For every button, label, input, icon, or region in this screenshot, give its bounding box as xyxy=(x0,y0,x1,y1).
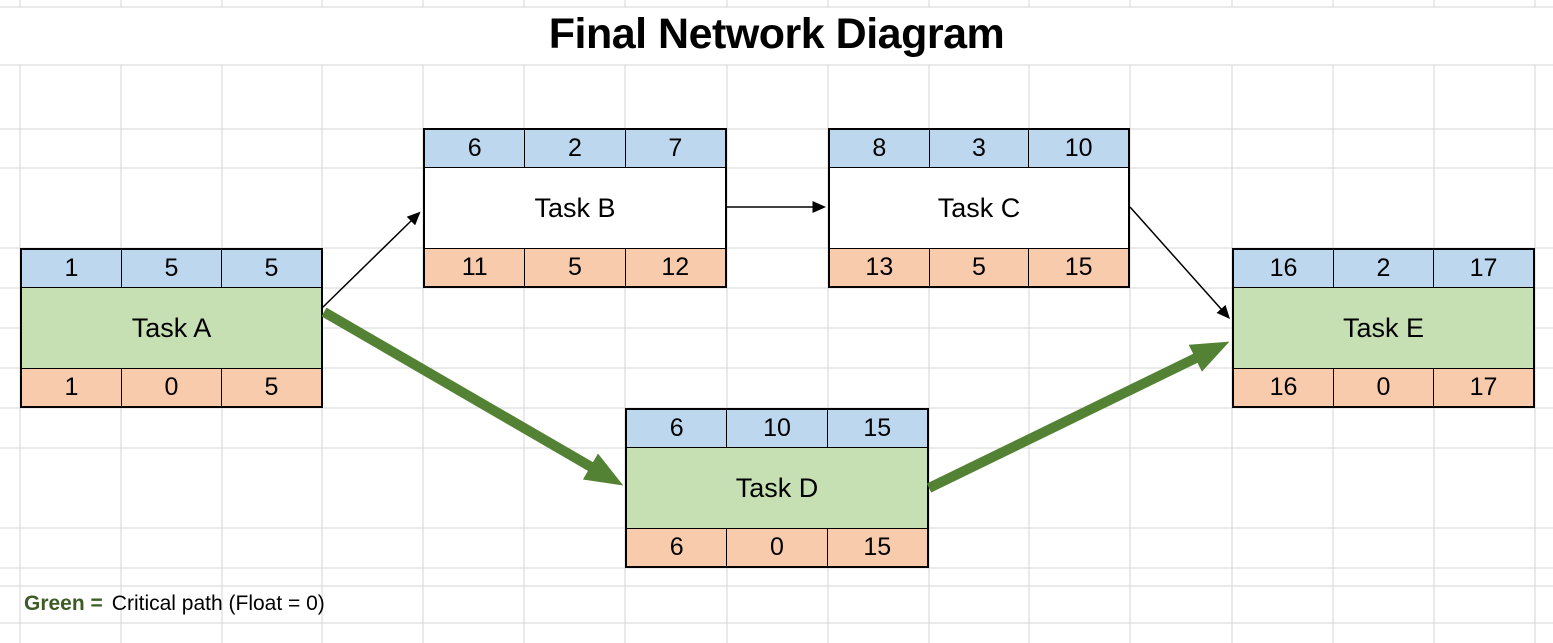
task-c-bottom-cell-1: 13 xyxy=(830,248,929,286)
task-c-top-cell-1: 8 xyxy=(830,130,929,168)
task-a-top-cell-2: 5 xyxy=(121,250,221,288)
task-b-top-cell-3: 7 xyxy=(624,130,725,168)
legend-green-key: Green = xyxy=(24,592,103,615)
task-e-bottom-cell-1: 16 xyxy=(1234,368,1333,406)
task-b-top-cell-2: 2 xyxy=(524,130,625,168)
legend: Green = Critical path (Float = 0) xyxy=(24,587,325,621)
task-c-top-cell-2: 3 xyxy=(928,130,1029,168)
task-a-bottom-cell-2: 0 xyxy=(121,368,221,406)
task-b-top-row: 6 2 7 xyxy=(425,130,725,168)
task-c-name: Task C xyxy=(830,168,1128,248)
task-e-bottom-row: 16 0 17 xyxy=(1234,368,1533,406)
task-b-bottom-cell-1: 11 xyxy=(425,248,525,286)
task-d-top-cell-3: 15 xyxy=(826,410,927,448)
task-d-top-cell-1: 6 xyxy=(627,410,727,448)
task-e-name: Task E xyxy=(1234,288,1533,368)
task-d-bottom-cell-1: 6 xyxy=(627,528,727,566)
task-node-a[interactable]: 1 5 5 Task A 1 0 5 xyxy=(20,248,323,408)
task-c-bottom-cell-3: 15 xyxy=(1028,248,1129,286)
legend-description: Critical path (Float = 0) xyxy=(111,592,325,615)
page-title: Final Network Diagram xyxy=(548,10,1005,58)
task-node-d[interactable]: 6 10 15 Task D 6 0 15 xyxy=(625,408,929,568)
task-d-name: Task D xyxy=(627,448,927,528)
task-c-bottom-row: 13 5 15 xyxy=(830,248,1129,286)
task-d-top-cell-2: 10 xyxy=(726,410,827,448)
task-c-bottom-cell-2: 5 xyxy=(928,248,1029,286)
task-d-top-row: 6 10 15 xyxy=(627,410,927,448)
task-node-b[interactable]: 6 2 7 Task B 11 5 12 xyxy=(423,128,727,288)
task-e-bottom-cell-3: 17 xyxy=(1433,368,1533,406)
task-d-bottom-cell-2: 0 xyxy=(726,528,827,566)
task-c-top-row: 8 3 10 xyxy=(830,130,1129,168)
task-a-top-row: 1 5 5 xyxy=(22,250,321,288)
task-a-bottom-row: 1 0 5 xyxy=(22,368,321,406)
task-a-top-cell-1: 1 xyxy=(22,250,121,288)
task-a-bottom-cell-1: 1 xyxy=(22,368,121,406)
task-e-top-cell-1: 16 xyxy=(1234,250,1333,288)
task-a-name: Task A xyxy=(22,288,321,368)
task-b-bottom-row: 11 5 12 xyxy=(425,248,725,286)
task-node-e[interactable]: 16 2 17 Task E 16 0 17 xyxy=(1232,248,1535,408)
task-a-top-cell-3: 5 xyxy=(221,250,321,288)
task-d-bottom-cell-3: 15 xyxy=(826,528,927,566)
task-b-bottom-cell-2: 5 xyxy=(524,248,625,286)
task-e-top-row: 16 2 17 xyxy=(1234,250,1533,288)
task-d-bottom-row: 6 0 15 xyxy=(627,528,927,566)
task-b-bottom-cell-3: 12 xyxy=(624,248,725,286)
task-node-c[interactable]: 8 3 10 Task C 13 5 15 xyxy=(828,128,1130,288)
task-e-top-cell-3: 17 xyxy=(1433,250,1533,288)
task-b-top-cell-1: 6 xyxy=(425,130,525,168)
task-c-top-cell-3: 10 xyxy=(1028,130,1129,168)
task-a-bottom-cell-3: 5 xyxy=(221,368,321,406)
task-b-name: Task B xyxy=(425,168,725,248)
task-e-top-cell-2: 2 xyxy=(1333,250,1433,288)
task-e-bottom-cell-2: 0 xyxy=(1333,368,1433,406)
